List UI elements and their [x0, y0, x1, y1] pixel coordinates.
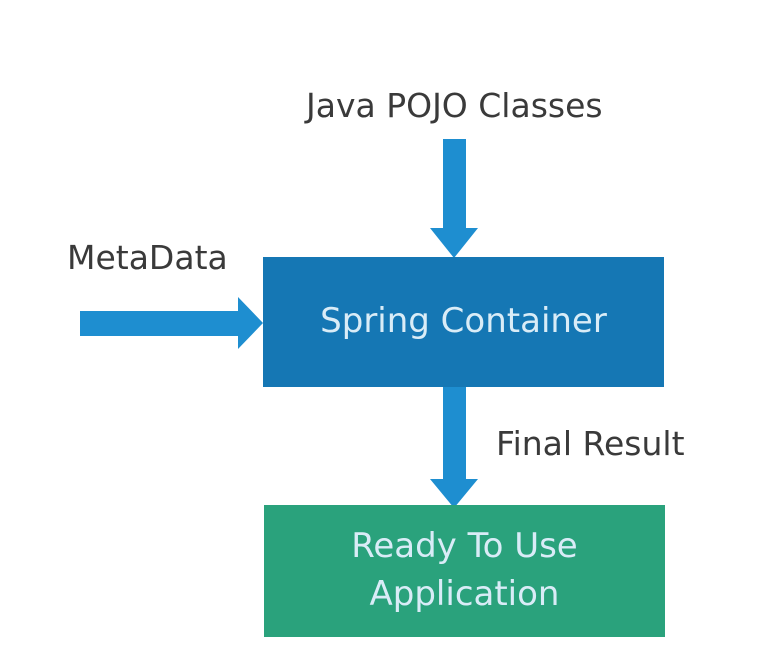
ready-to-use-label: Ready To Use — [351, 526, 578, 567]
metadata-label: MetaData — [67, 238, 228, 277]
spring-container-label: Spring Container — [320, 301, 607, 342]
ready-to-use-application-text: Ready To Use Application — [351, 523, 577, 618]
arrow-pojo-to-container — [430, 139, 478, 258]
application-label: Application — [369, 574, 560, 614]
arrow-container-to-result — [430, 387, 478, 508]
arrow-metadata-to-container — [80, 297, 263, 349]
final-result-label: Final Result — [496, 424, 685, 463]
java-pojo-classes-label: Java POJO Classes — [306, 86, 603, 125]
ready-to-use-application-box: Ready To Use Application — [264, 505, 665, 637]
spring-container-box: Spring Container — [263, 257, 664, 387]
